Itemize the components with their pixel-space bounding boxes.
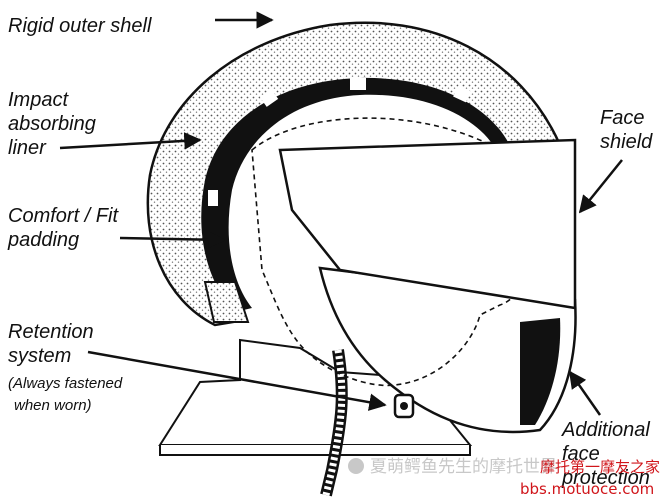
svg-text:absorbing: absorbing <box>8 113 96 135</box>
arrow-face-shield <box>578 159 623 214</box>
arrow-additional <box>568 370 602 416</box>
arrow-comfort <box>119 230 226 249</box>
wechat-icon <box>348 458 364 474</box>
label-additional-protection: Additional face protection <box>561 419 650 489</box>
comfort-padding <box>203 281 250 323</box>
label-retention-system: Retention system (Always fastened when w… <box>8 321 123 414</box>
label-outer-shell: Rigid outer shell <box>8 15 152 37</box>
svg-text:when worn): when worn) <box>14 397 92 414</box>
svg-text:Comfort / Fit: Comfort / Fit <box>8 205 119 227</box>
chin-bar <box>318 266 577 434</box>
svg-text:摩托第一摩友之家: 摩托第一摩友之家 <box>540 458 660 476</box>
svg-text:padding: padding <box>7 229 79 251</box>
svg-text:bbs.motuoce.com: bbs.motuoce.com <box>520 480 654 498</box>
label-impact-liner: Impact absorbing liner <box>8 89 96 159</box>
svg-text:liner: liner <box>8 137 47 159</box>
svg-text:shield: shield <box>600 131 653 153</box>
svg-text:protection: protection <box>561 467 650 489</box>
svg-text:Impact: Impact <box>8 89 69 111</box>
leader-arrows <box>59 11 623 416</box>
arrow-impact-liner <box>59 132 202 150</box>
svg-text:Additional: Additional <box>561 419 650 441</box>
svg-text:夏萌鳄鱼先生的摩托世界: 夏萌鳄鱼先生的摩托世界 <box>370 457 557 477</box>
wechat-watermark: 夏萌鳄鱼先生的摩托世界 <box>348 457 557 477</box>
label-face-shield: Face shield <box>600 107 653 153</box>
retention-buckle <box>393 393 415 419</box>
svg-text:Retention: Retention <box>8 321 94 343</box>
svg-text:(Always fastened: (Always fastened <box>8 375 123 392</box>
arrow-retention <box>87 350 387 411</box>
svg-text:system: system <box>8 345 71 367</box>
svg-text:face: face <box>562 443 600 465</box>
label-comfort-padding: Comfort / Fit padding <box>7 205 119 251</box>
chin-strap <box>320 349 348 497</box>
forum-watermark: 摩托第一摩友之家 bbs.motuoce.com <box>520 458 660 498</box>
svg-text:Face: Face <box>600 107 644 129</box>
face-shield <box>278 138 577 310</box>
